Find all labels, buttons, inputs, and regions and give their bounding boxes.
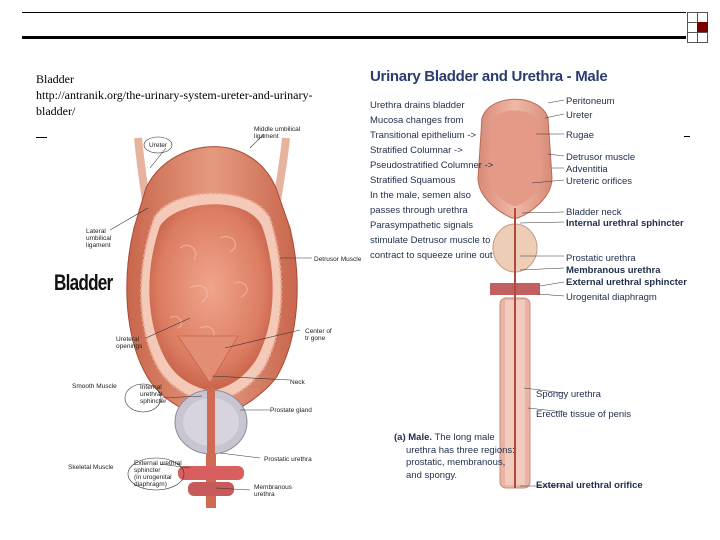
label-detrusor-left: Detrusor Muscle	[314, 256, 362, 263]
label-ureteric-orifices: Ureteric orifices	[566, 176, 632, 187]
header-band	[22, 13, 686, 36]
note-9: Parasympathetic signals	[370, 220, 473, 231]
caption-line-2: urethra has three regions:	[406, 444, 515, 456]
bladder-illustration	[109, 133, 312, 508]
caption-url: http://antranik.org/the-urinary-system-u…	[36, 88, 313, 102]
slide-caption: Bladder http://antranik.org/the-urinary-…	[36, 71, 326, 119]
label-ureter-left: Ureter	[149, 142, 168, 149]
label-bladder-neck: Bladder neck	[566, 207, 622, 218]
label-rugae: Rugae	[566, 130, 594, 141]
note-8: passes through urethra	[370, 205, 468, 216]
label-internal-sphincter-right: Internal urethral sphincter	[566, 218, 684, 229]
label-external-sphincter-right: External urethral sphincter	[566, 277, 687, 288]
label-smooth-muscle: Smooth Muscle	[72, 383, 117, 390]
header-square-6	[697, 32, 708, 43]
label-membranous-urethra-right: Membranous urethra	[566, 265, 661, 276]
caption-line-4: and spongy.	[406, 469, 458, 481]
header-line-top	[22, 12, 686, 13]
figure-title: Urinary Bladder and Urethra - Male	[370, 68, 608, 85]
note-2: Mucosa changes from	[370, 115, 464, 126]
label-prostatic-urethra-right: Prostatic urethra	[566, 253, 636, 264]
note-1: Urethra drains bladder	[370, 100, 465, 111]
note-7: In the male, semen also	[370, 190, 471, 201]
note-11: contract to squeeze urine out	[370, 250, 493, 261]
note-3: Transitional epithelium ->	[370, 130, 477, 141]
note-6: Stratified Squamous	[370, 175, 456, 186]
label-peritoneum: Peritoneum	[566, 96, 615, 107]
label-prostate-gland: Prostate gland	[270, 407, 312, 414]
label-erectile-tissue: Erectile tissue of penis	[536, 409, 632, 420]
bladder-heading: Bladder	[54, 270, 113, 295]
header-bar	[22, 12, 708, 39]
label-skeletal-muscle: Skeletal Muscle	[68, 464, 114, 471]
notes-block: Urethra drains bladder Mucosa changes fr…	[370, 98, 493, 263]
label-neck: Neck	[290, 379, 305, 386]
bullet-dash-right	[684, 136, 690, 137]
caption-title: Bladder	[36, 72, 74, 86]
caption-line-3: prostatic, membranous,	[406, 457, 506, 468]
label-urogenital-diaphragm: Urogenital diaphragm	[566, 292, 657, 303]
label-detrusor-right: Detrusor muscle	[566, 152, 636, 163]
caption-url-cont: bladder/	[36, 104, 76, 118]
caption-prefix: (a) Male.	[394, 432, 433, 443]
note-5: Pseudostratified Columner ->	[370, 160, 494, 171]
label-spongy-urethra: Spongy urethra	[536, 389, 601, 400]
bullet-dash	[36, 137, 47, 138]
label-adventitia: Adventitia	[566, 164, 608, 175]
urethra-illustration	[477, 98, 565, 489]
caption-line-1: The long male	[432, 432, 495, 443]
figure-caption-male: (a) Male. The long male urethra has thre…	[394, 432, 515, 482]
header-line-bottom	[22, 36, 686, 39]
label-ureter-right: Ureter	[566, 110, 593, 121]
note-4: Stratified Columnar ->	[370, 145, 463, 156]
label-prostatic-urethra-left: Prostatic urethra	[264, 456, 312, 463]
label-external-orifice: External urethral orifice	[536, 480, 643, 491]
note-10: stimulate Detrusor muscle to	[370, 235, 491, 246]
